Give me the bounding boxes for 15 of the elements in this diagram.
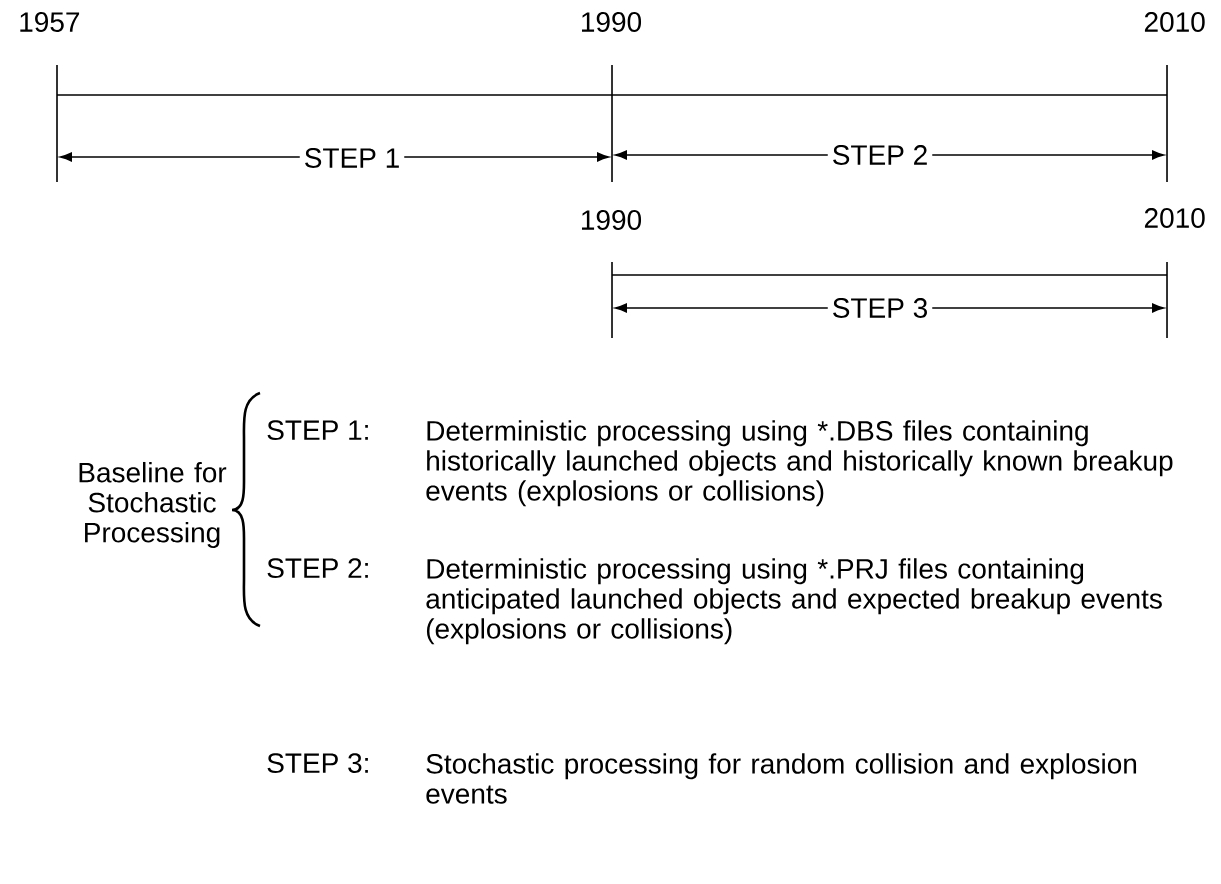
step-description: Stochastic processing for random collision and explosion events bbox=[426, 753, 1137, 804]
dimension-label: STEP 3 bbox=[827, 296, 933, 320]
step-description: Deterministic processing using *.DBS files containing historically launched objects and historically known breakup events (explosions or collisions) bbox=[426, 420, 1173, 507]
brace-label: Baseline for Stochastic Processing bbox=[79, 461, 227, 549]
year-label: 2010 bbox=[1144, 208, 1205, 228]
year-label: 1990 bbox=[582, 12, 642, 32]
step-heading: STEP 2: bbox=[267, 558, 368, 579]
year-label: 1957 bbox=[20, 12, 80, 32]
year-label: 1990 bbox=[582, 210, 642, 230]
year-label: 2010 bbox=[1144, 12, 1205, 32]
step-description: Deterministic processing using *.PRJ files containing anticipated launched objects and expected breakup events (explosions or collisions) bbox=[426, 558, 1162, 645]
dimension-label: STEP 2 bbox=[827, 143, 933, 167]
step-heading: STEP 3: bbox=[267, 753, 368, 774]
dimension-label: STEP 1 bbox=[299, 146, 405, 170]
step-heading: STEP 1: bbox=[267, 420, 368, 441]
